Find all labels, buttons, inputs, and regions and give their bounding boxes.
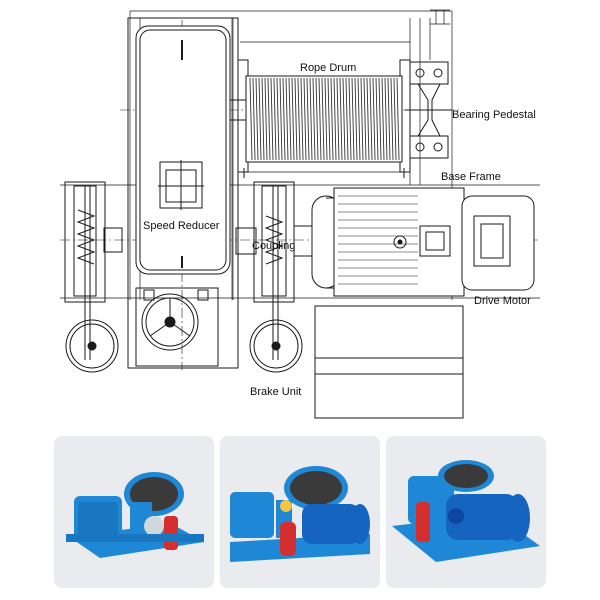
winch-photo-3 (386, 436, 546, 588)
speed-reducer-drawing (127, 17, 246, 369)
label-bearing-pedestal: Bearing Pedestal (452, 109, 536, 121)
winch-technical-drawing: Rope Drum Bearing Pedestal Base Frame Sp… (60, 9, 540, 419)
drive-motor-drawing (311, 187, 535, 297)
winch-photo-1 (54, 436, 214, 588)
label-rope-drum: Rope Drum (300, 62, 356, 74)
left-brake-drawing (64, 181, 123, 373)
label-coupling: Coupling (252, 240, 295, 252)
label-drive-motor: Drive Motor (474, 295, 531, 307)
label-speed-reducer: Speed Reducer (143, 220, 220, 232)
label-brake-unit: Brake Unit (250, 386, 301, 398)
base-frame-drawing (314, 305, 464, 419)
label-base-frame: Base Frame (441, 171, 501, 183)
bearing-pedestal-drawing (405, 61, 452, 159)
brake-unit-drawing (235, 181, 313, 373)
winch-photo-2 (220, 436, 380, 588)
rope-drum-drawing (237, 59, 411, 178)
